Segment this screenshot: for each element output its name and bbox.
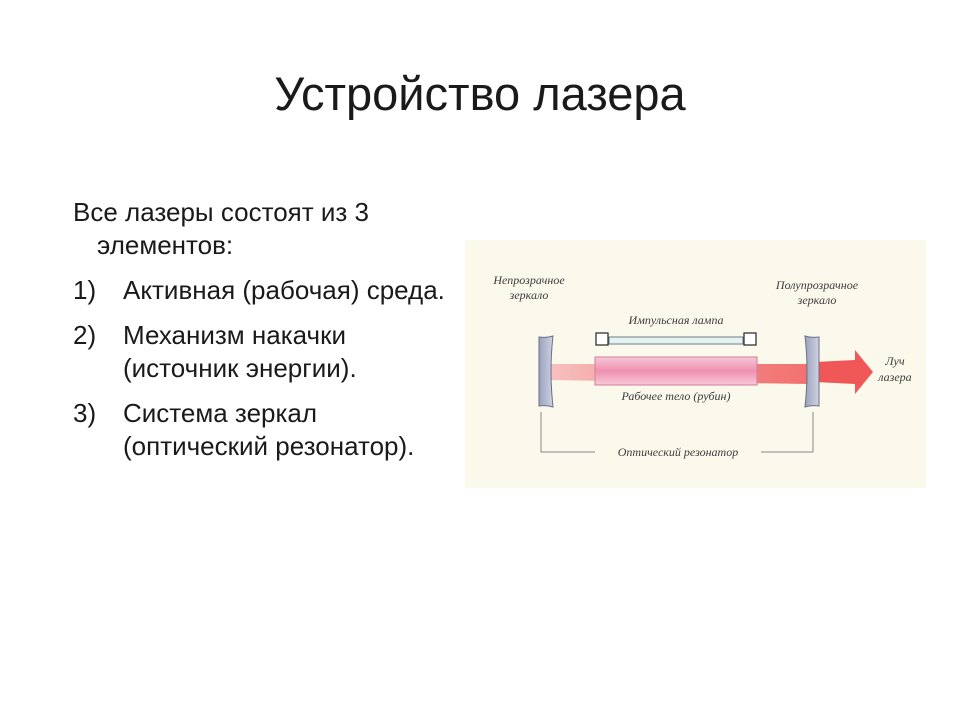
opaque-mirror (538, 335, 554, 408)
label-resonator: Оптический резонатор (618, 445, 738, 459)
intro-text: Все лазеры состоят из 3 элементов: (73, 197, 369, 260)
semi-transparent-mirror (804, 335, 820, 408)
label-opaque-mirror-1: Непрозрачное (492, 273, 565, 287)
resonator-label-bg (595, 444, 761, 460)
lamp-electrode-right (743, 332, 757, 346)
list-item-number: 3) (73, 398, 97, 428)
output-beam-arrow (815, 350, 873, 394)
list-item-active-medium: 1) Активная (рабочая) среда. (73, 274, 463, 307)
label-pulse-lamp: Импульсная лампа (628, 313, 724, 327)
list-item-text: Механизм накачки (источник энергии). (123, 320, 357, 383)
laser-diagram-svg: Непрозрачное зеркало Полупрозрачное зерк… (492, 273, 912, 460)
list-item-number: 1) (73, 275, 97, 305)
pulse-lamp (608, 336, 744, 345)
label-beam-2: лазера (877, 370, 911, 384)
ruby-rod (594, 356, 758, 386)
list-item-text: Активная (рабочая) среда. (123, 275, 445, 305)
list-item-number: 2) (73, 320, 97, 350)
lamp-electrode-left (595, 332, 609, 346)
label-beam-1: Луч (884, 354, 904, 368)
label-semi-mirror-1: Полупрозрачное (775, 278, 859, 292)
laser-diagram: Непрозрачное зеркало Полупрозрачное зерк… (465, 240, 926, 488)
list-item-pumping: 2) Механизм накачки (источник энергии). (73, 319, 463, 385)
label-semi-mirror-2: зеркало (797, 293, 837, 307)
list-item-text: Система зеркал (оптический резонатор). (123, 398, 415, 461)
slide-title: Устройство лазера (274, 67, 686, 120)
label-working-body: Рабочее тело (рубин) (620, 389, 730, 403)
content-list: Все лазеры состоят из 3 элементов: 1) Ак… (73, 196, 463, 475)
list-item-mirrors: 3) Система зеркал (оптический резонатор)… (73, 397, 463, 463)
label-opaque-mirror-2: зеркало (509, 288, 549, 302)
